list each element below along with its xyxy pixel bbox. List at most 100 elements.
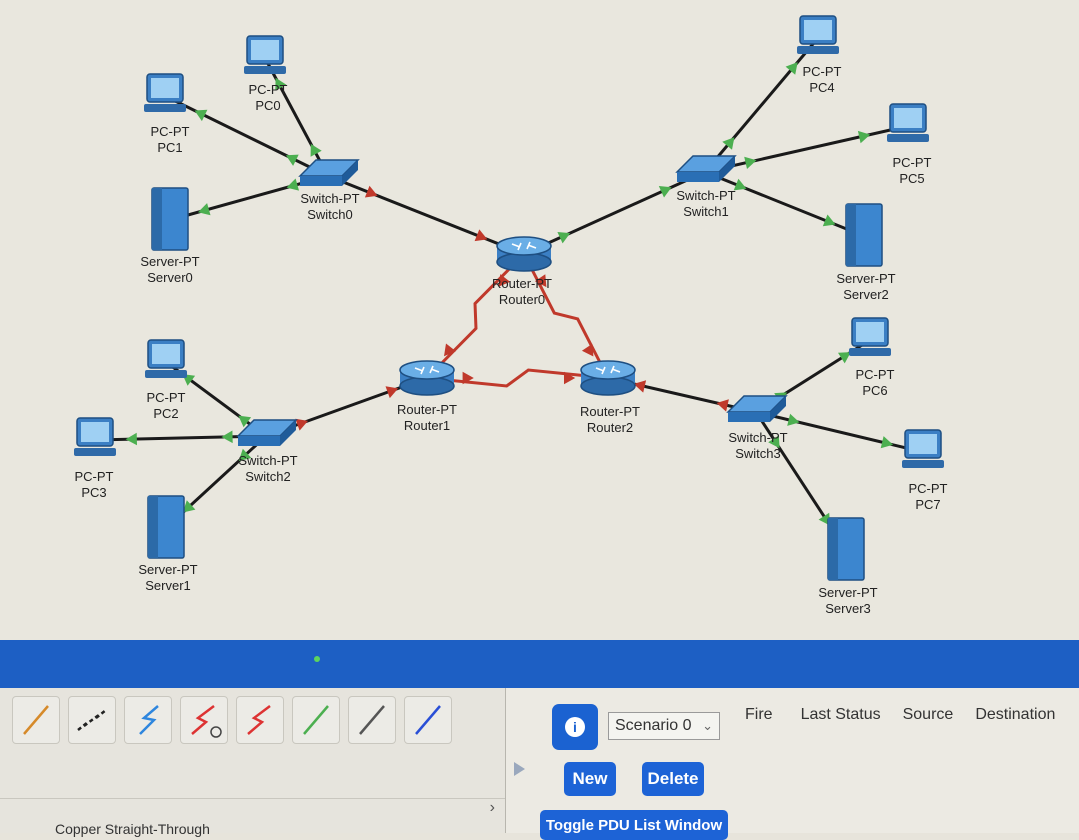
- device-name-label: Router2: [587, 420, 633, 435]
- coaxial-button[interactable]: [404, 696, 452, 744]
- copper-cable[interactable]: [263, 57, 330, 177]
- link-status-b-icon: [564, 371, 576, 385]
- copper-cable[interactable]: [704, 124, 909, 174]
- scenario-select[interactable]: Scenario 0⌄: [608, 712, 720, 740]
- serial-cable[interactable]: [425, 252, 526, 380]
- scroll-right-icon[interactable]: ›: [489, 799, 495, 816]
- pdu-list-header: Fire Last Status Source Destination: [745, 706, 1079, 724]
- link-status-b-icon: [385, 386, 399, 399]
- link-pc4-switch1[interactable]: [703, 37, 820, 173]
- link-status-a-icon: [716, 399, 729, 412]
- copper-cable[interactable]: [755, 410, 924, 454]
- pdu-col-last-status[interactable]: Last Status: [800, 706, 881, 723]
- expand-arrow-icon[interactable]: [514, 762, 525, 776]
- new-scenario-button[interactable]: New: [564, 762, 616, 796]
- device-name-label: Server3: [825, 601, 871, 616]
- scenario-panel: i Scenario 0⌄ New Delete Toggle PDU List…: [508, 688, 738, 840]
- chevron-down-icon: ⌄: [702, 718, 713, 733]
- link-status-b-icon: [444, 343, 456, 357]
- link-status-b-icon: [633, 380, 647, 393]
- device-model-label: PC-PT: [249, 82, 288, 97]
- link-router0-router1[interactable]: [425, 252, 526, 380]
- link-status-b-icon: [238, 448, 252, 461]
- link-pc5-switch1[interactable]: [704, 124, 909, 174]
- device-name-label: Switch3: [735, 446, 781, 461]
- console-icon: [77, 709, 107, 731]
- link-status-a-icon: [182, 500, 196, 513]
- fiber-button[interactable]: [292, 696, 340, 744]
- selected-connection-name: Copper Straight-Through: [55, 821, 210, 837]
- link-pc0-switch0[interactable]: [263, 57, 330, 177]
- copper-cable[interactable]: [327, 174, 525, 256]
- connections-scrollbar[interactable]: ›: [0, 798, 505, 817]
- link-switch1-router0[interactable]: [523, 170, 706, 256]
- device-model-label: Switch-PT: [728, 430, 787, 445]
- pdu-col-destination[interactable]: Destination: [975, 706, 1056, 723]
- link-router1-router2[interactable]: [426, 368, 609, 388]
- link-pc7-switch3[interactable]: [755, 410, 924, 454]
- link-status-a-icon: [275, 77, 287, 91]
- router-icon: [580, 360, 636, 380]
- console-button[interactable]: [68, 696, 116, 744]
- scenario-info-button[interactable]: i: [552, 704, 598, 750]
- link-status-b-icon: [474, 229, 488, 242]
- serial-dte-button[interactable]: [236, 696, 284, 744]
- delete-scenario-button[interactable]: Delete: [642, 762, 704, 796]
- serial-cable[interactable]: [426, 368, 609, 388]
- router-icon: [399, 360, 455, 380]
- fiber-icon: [303, 705, 329, 735]
- link-pc1-switch0[interactable]: [164, 94, 329, 178]
- copper-cable[interactable]: [703, 37, 820, 173]
- link-status-b-icon: [221, 430, 233, 444]
- serial-dce-button[interactable]: [180, 696, 228, 744]
- copper-cable[interactable]: [704, 170, 865, 238]
- device-model-label: Switch-PT: [676, 188, 735, 203]
- toggle-pdu-list-button[interactable]: Toggle PDU List Window: [540, 810, 728, 840]
- device-name-label: Switch1: [683, 204, 729, 219]
- link-status-b-icon: [722, 137, 735, 150]
- phone-button[interactable]: [348, 696, 396, 744]
- link-status-a-icon: [818, 512, 830, 526]
- link-status-a-icon: [857, 130, 871, 144]
- link-status-a-icon: [822, 214, 836, 227]
- serial-cable[interactable]: [522, 253, 610, 379]
- status-dot: [314, 656, 320, 662]
- device-model-label: PC-PT: [893, 155, 932, 170]
- keyboard-icon: [797, 46, 839, 54]
- pdu-col-source[interactable]: Source: [902, 706, 954, 723]
- device-model-label: Switch-PT: [300, 191, 359, 206]
- copper-cable[interactable]: [523, 170, 706, 256]
- link-router0-router2[interactable]: [522, 253, 610, 379]
- device-model-label: Router-PT: [492, 276, 552, 291]
- link-switch0-router0[interactable]: [327, 174, 525, 256]
- link-server2-switch1[interactable]: [704, 170, 865, 238]
- device-model-label: Server-PT: [138, 562, 197, 577]
- copper-cross-button[interactable]: [124, 696, 172, 744]
- link-status-a-icon: [125, 432, 137, 446]
- copper-straight-button[interactable]: [12, 696, 60, 744]
- copper-cable[interactable]: [164, 94, 329, 178]
- pdu-col-fire[interactable]: Fire: [745, 706, 773, 723]
- topology-canvas[interactable]: PC-PTPC0PC-PTPC1Server-PTServer0Switch-P…: [0, 0, 1079, 640]
- link-status-b-icon: [733, 178, 747, 191]
